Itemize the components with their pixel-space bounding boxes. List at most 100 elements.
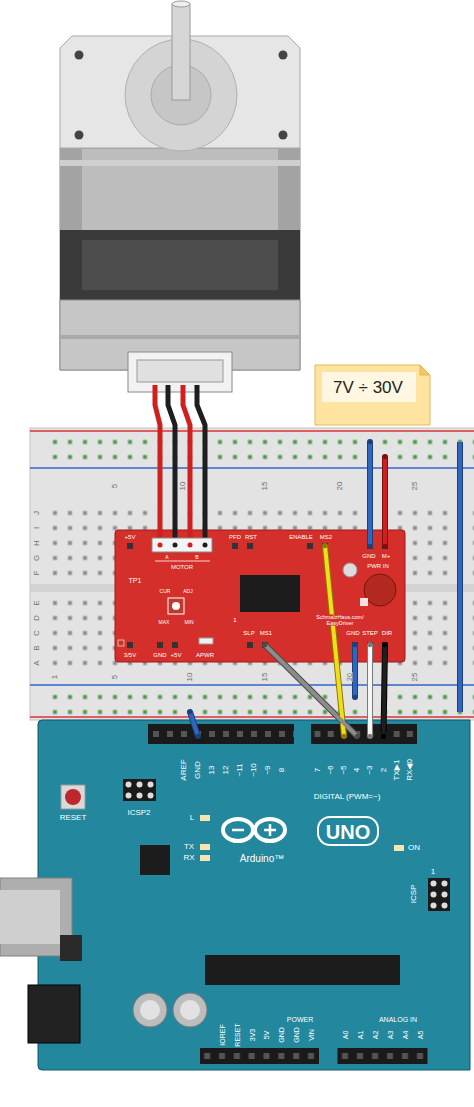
wire-outline — [367, 442, 373, 546]
stepper-motor — [60, 1, 300, 392]
breadboard — [48, 690, 474, 720]
breadboard — [30, 684, 474, 686]
breadboard — [30, 467, 474, 469]
breadboard — [30, 428, 474, 720]
arduino-board-shape — [148, 724, 294, 744]
wire-end — [353, 695, 357, 699]
arduino-board-shape — [200, 815, 210, 821]
wire-outline — [382, 457, 388, 546]
arduino-board-shape — [428, 878, 450, 911]
pin-label: 3/5V — [123, 652, 137, 658]
wire-end — [353, 643, 357, 647]
stepper-motor — [60, 160, 300, 166]
arduino-board-shape — [428, 878, 450, 911]
pin-label: 1 — [232, 617, 237, 623]
arduino-board-shape — [232, 829, 244, 832]
pin-label: A3 — [387, 1030, 394, 1041]
breadboard-index: 20 — [345, 672, 352, 682]
jumper-wire — [384, 645, 386, 736]
arduino-board-shape — [148, 724, 294, 744]
motor-wires — [168, 385, 175, 546]
pin-label: M+ — [381, 553, 392, 559]
easydriver-board-shape — [172, 602, 180, 610]
motor-wires — [173, 543, 178, 548]
pin-label: RESET — [59, 814, 88, 822]
jumper-wire — [353, 645, 357, 697]
voltage-note-shape — [315, 365, 430, 425]
easydriver-board-shape — [199, 638, 213, 644]
pin-label: 7 — [314, 767, 322, 773]
motor-wires — [158, 543, 163, 548]
jumper-wire — [368, 442, 372, 546]
breadboard-index: 10 — [179, 481, 187, 492]
jumper-wire — [368, 645, 372, 736]
pin-label: ~5 — [340, 764, 348, 775]
easydriver-board-shape — [172, 642, 178, 648]
easydriver-board-shape — [360, 598, 368, 606]
wire-end — [368, 544, 372, 548]
arduino-board-shape — [269, 824, 272, 836]
voltage-note-shape — [420, 365, 430, 375]
arduino-board-shape — [200, 844, 210, 850]
pin-label: ~6 — [327, 764, 335, 775]
pin-label: 12 — [222, 765, 230, 776]
wire-end — [368, 440, 372, 444]
breadboard: 510152025JIHGFEDCBA1510152025+5VABMOTORP… — [30, 428, 474, 720]
easydriver-board-shape — [157, 642, 163, 648]
pin-label: ~3 — [366, 764, 374, 775]
wire-end — [355, 734, 359, 738]
easydriver-board-shape — [247, 543, 253, 549]
arduino-board-shape — [0, 720, 470, 1070]
pin-label: 1 — [430, 868, 436, 876]
arduino-board-shape — [123, 779, 156, 801]
motor-wires — [188, 543, 193, 548]
arduino-board-shape — [223, 819, 253, 841]
easydriver-board-shape — [307, 543, 313, 549]
breadboard-index: 5 — [111, 674, 119, 680]
arduino-board-shape — [394, 845, 404, 851]
breadboard-index: D — [33, 614, 41, 622]
pin-label: MS2 — [319, 534, 333, 540]
motor-wires — [183, 385, 190, 546]
arduino-board-shape — [0, 890, 60, 944]
pin-label: MIN — [183, 620, 194, 625]
pin-label: GND — [278, 1026, 285, 1044]
wire-end — [383, 455, 387, 459]
arduino-board-shape — [180, 1000, 200, 1020]
breadboard-index: 1 — [51, 674, 59, 680]
arduino-board-shape — [200, 1048, 319, 1064]
voltage-note-shape — [322, 372, 416, 402]
motor-wires — [197, 385, 205, 546]
easydriver-board-shape — [127, 642, 133, 648]
arduino-board-shape — [65, 789, 81, 805]
easydriver-board: +5VABMOTORPFDRSTENABLEMS2GNDM+PWR INTP1C… — [115, 530, 405, 662]
stepper-motor — [137, 360, 223, 382]
pin-label: Arduino™ — [239, 854, 285, 864]
arduino-board-shape — [60, 935, 82, 961]
arduino-board-shape — [200, 855, 210, 861]
arduino-board-shape — [61, 785, 85, 809]
pin-label: POWER — [286, 1016, 314, 1023]
pin-label: GND — [345, 630, 360, 636]
easydriver-board-shape — [364, 574, 396, 606]
stepper-motor — [60, 230, 300, 300]
breadboard — [30, 430, 474, 432]
arduino-board-shape — [173, 993, 207, 1027]
breadboard-index: 15 — [261, 672, 269, 683]
voltage-note-shape — [315, 365, 430, 425]
breadboard-index: C — [33, 629, 41, 637]
pin-label: 3V3 — [248, 1028, 255, 1042]
pin-label: PFD — [228, 534, 242, 540]
pin-label: RESET — [233, 1022, 240, 1047]
pin-label: RST — [244, 534, 258, 540]
easydriver-board-shape — [343, 563, 357, 577]
jumper-wire — [383, 457, 387, 546]
pin-label: GND — [293, 1026, 300, 1044]
pin-label: ANALOG IN — [378, 1016, 418, 1023]
breadboard-index: H — [33, 539, 41, 547]
pin-label: PWR IN — [366, 563, 390, 569]
pin-label: ~9 — [264, 764, 272, 775]
easydriver-board-shape — [247, 642, 253, 648]
arduino-board-shape — [133, 993, 167, 1027]
breadboard-index: 20 — [336, 481, 344, 492]
